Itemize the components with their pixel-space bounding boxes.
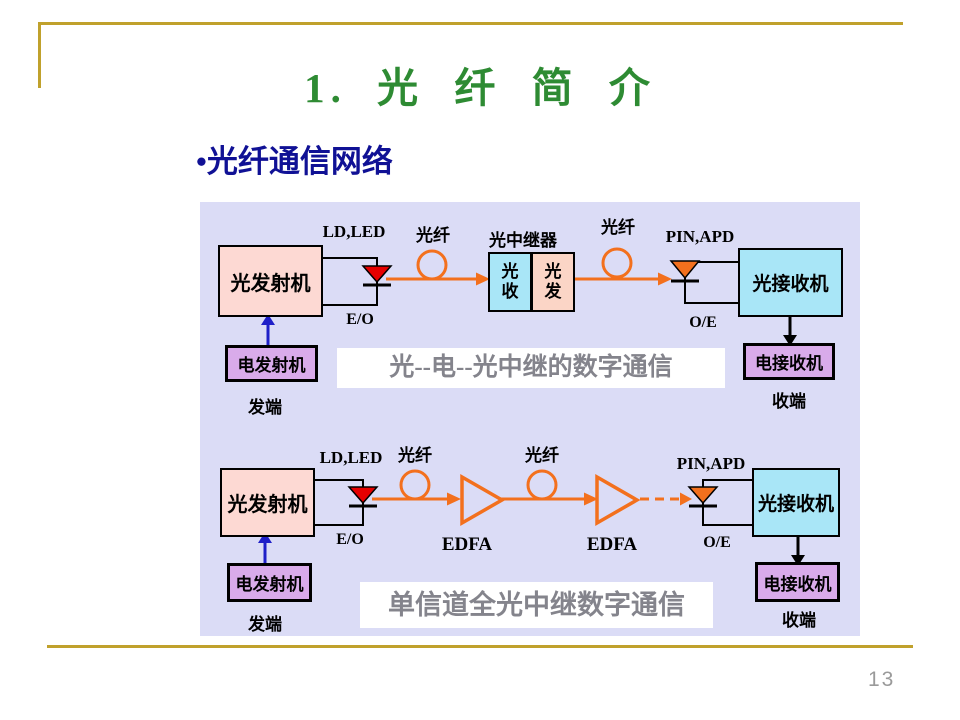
laser-diode-icon-2 — [347, 486, 379, 505]
photodiode-icon-1 — [669, 260, 701, 280]
fiber-label-1: 光纤 — [416, 226, 450, 245]
send-end-label-1: 发端 — [248, 398, 282, 417]
left-border-line — [38, 22, 41, 88]
optical-transmitter-box-2: 光发射机 — [220, 468, 315, 537]
receive-end-label-1: 收端 — [772, 392, 806, 411]
pin-apd-label-2: PIN,APD — [676, 454, 746, 473]
ld-led-label-1: LD,LED — [322, 222, 386, 241]
diagram1-caption: 光--电--光中继的数字通信 — [337, 348, 725, 388]
electrical-receiver-box-1: 电接收机 — [743, 343, 835, 380]
repeater-tx-cell: 光 发 — [533, 254, 573, 310]
eo-label-1: E/O — [346, 311, 374, 328]
diagram-linework — [258, 247, 805, 566]
oe-label-2: O/E — [703, 534, 731, 551]
fiber-arrowhead-4 — [584, 492, 598, 506]
pin-apd-label-1: PIN,APD — [665, 227, 735, 246]
transmitter-wire-1 — [323, 257, 378, 306]
electrical-receiver-box-2: 电接收机 — [755, 562, 840, 602]
bullet-optical-network: •光纤通信网络 — [196, 144, 393, 179]
repeater-title-label: 光中继器 — [489, 231, 557, 250]
fiber-arrowhead-3 — [447, 492, 461, 506]
electrical-transmitter-box-2: 电发射机 — [227, 563, 312, 602]
electrical-up-arrowhead-2 — [258, 532, 272, 543]
oe-label-1: O/E — [689, 314, 717, 331]
laser-diode-icon-1 — [361, 265, 393, 284]
slide-title: 1. 光 纤 简 介 — [304, 65, 656, 111]
photodiode-icon-2 — [687, 486, 719, 505]
fiber-coil-icon-2 — [601, 247, 633, 279]
fiber-label-3: 光纤 — [398, 446, 432, 465]
edfa-amplifier-icon-2 — [595, 473, 641, 527]
fiber-coil-icon-3 — [399, 469, 431, 501]
optical-receiver-box-2: 光接收机 — [752, 468, 840, 537]
electrical-up-arrowhead-1 — [261, 314, 275, 325]
fiber-arrowhead-1 — [476, 272, 490, 286]
fiber-label-2: 光纤 — [601, 218, 635, 237]
diagram-panel: 光发射机 LD,LED 光纤 光中继器 光 收 光 发 光纤 PIN,APD 光… — [200, 202, 860, 636]
optical-transmitter-box-1: 光发射机 — [218, 245, 323, 317]
optical-repeater-box: 光 收 光 发 — [488, 252, 575, 312]
edfa-label-2: EDFA — [586, 534, 638, 555]
eo-label-2: E/O — [336, 531, 364, 548]
edfa-label-1: EDFA — [441, 534, 493, 555]
electrical-down-arrowhead-1 — [783, 335, 797, 346]
ld-led-label-2: LD,LED — [319, 448, 383, 467]
fiber-arrowhead-2 — [658, 272, 672, 286]
optical-receiver-box-1: 光接收机 — [738, 248, 843, 317]
fiber-label-4: 光纤 — [525, 446, 559, 465]
send-end-label-2: 发端 — [248, 615, 282, 634]
top-border-line — [38, 22, 903, 25]
receive-end-label-2: 收端 — [782, 611, 816, 630]
diagram2-caption: 单信道全光中继数字通信 — [360, 582, 713, 628]
page-number: 13 — [868, 668, 896, 691]
electrical-transmitter-box-1: 电发射机 — [225, 345, 318, 382]
bottom-border-line — [47, 645, 913, 648]
repeater-rx-cell: 光 收 — [490, 254, 533, 310]
edfa-amplifier-icon-1 — [460, 473, 506, 527]
electrical-down-arrowhead-2 — [791, 555, 805, 566]
fiber-arrowhead-5 — [680, 492, 692, 506]
fiber-coil-icon-1 — [416, 249, 448, 281]
fiber-coil-icon-4 — [526, 469, 558, 501]
